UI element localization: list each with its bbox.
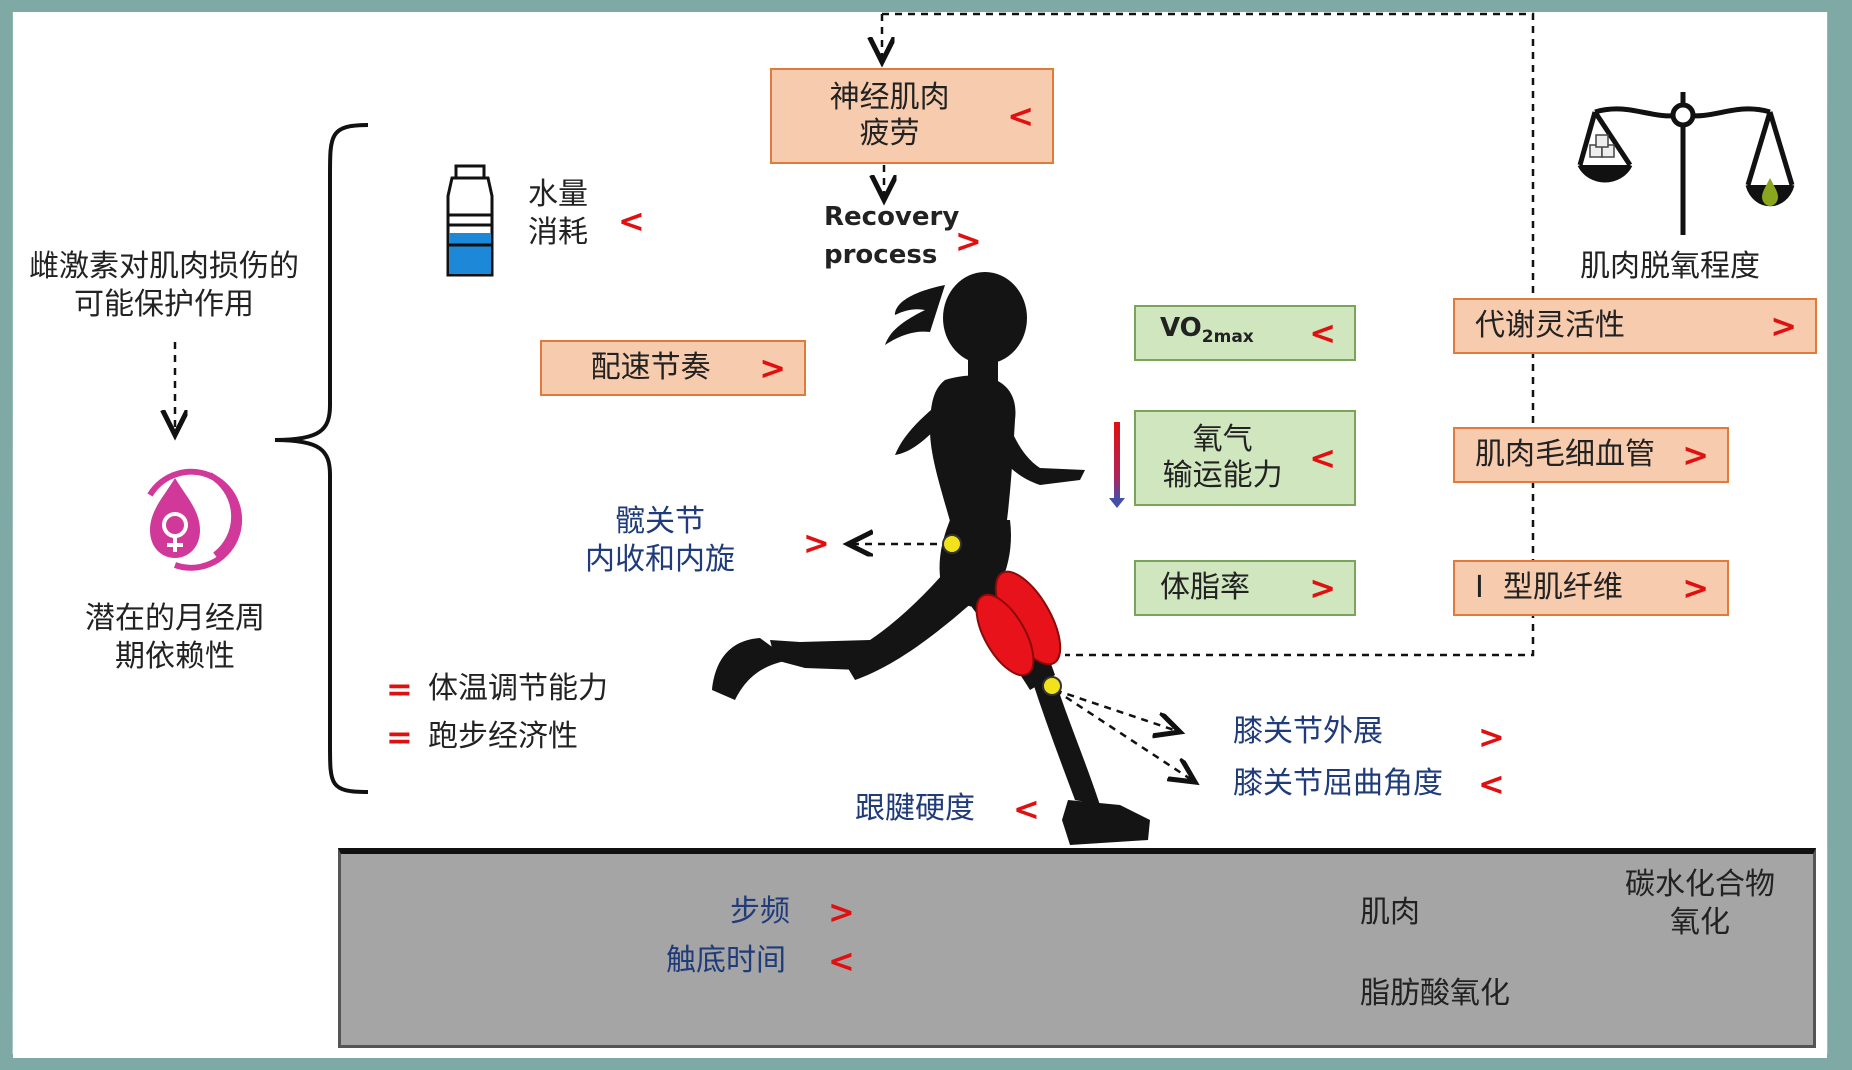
oxygen-transport-label: 氧气 输运能力 <box>1162 422 1283 493</box>
muscle-quad-lower <box>975 593 1035 677</box>
thermoregulation-label: 体温调节能力 <box>428 671 608 706</box>
oxygen-transport-symbol: < <box>1309 439 1336 477</box>
body-fat-symbol: > <box>1309 569 1336 607</box>
running-economy-symbol: = <box>386 718 413 756</box>
recovery-label: Recovery process <box>824 202 960 270</box>
type1-fibers-symbol: > <box>1682 569 1709 607</box>
pacing-box: 配速节奏 > <box>540 340 806 396</box>
cadence-symbol: > <box>828 893 855 931</box>
recovery-symbol: > <box>955 222 982 260</box>
water-consumption-label: 水量 消耗 <box>528 177 588 250</box>
menstrual-dependence-label: 潜在的月经周 期依赖性 <box>85 601 265 674</box>
water-symbol: < <box>618 202 645 240</box>
hip-label: 髋关节 内收和内旋 <box>585 504 735 577</box>
thermoregulation-symbol: = <box>386 670 413 708</box>
ground-panel <box>338 848 1816 1048</box>
contact-time-label: 触底时间 <box>666 943 786 978</box>
legend-fat-label: 脂肪酸氧化 <box>1360 976 1510 1011</box>
balance-scale-icon <box>1577 92 1795 235</box>
metabolic-flexibility-label: 代谢灵活性 <box>1475 308 1625 343</box>
running-economy-label: 跑步经济性 <box>428 719 578 754</box>
neuromuscular-fatigue-label: 神经肌肉 疲劳 <box>829 80 950 151</box>
hip-joint <box>942 534 962 554</box>
capillaries-label: 肌肉毛细血管 <box>1475 437 1655 472</box>
legend-carb-label: 碳水化合物 氧化 <box>1625 867 1775 940</box>
knee-joint <box>1042 676 1062 696</box>
achilles-stiffness-symbol: < <box>1013 790 1040 828</box>
knee-abduction-symbol: > <box>1478 718 1505 756</box>
neuromuscular-fatigue-box: 神经肌肉 疲劳 < <box>770 68 1054 164</box>
muscle-desaturation-label: 肌肉脱氧程度 <box>1580 249 1760 284</box>
knee-flexion-label: 膝关节屈曲角度 <box>1233 766 1443 801</box>
oxygen-decline-arrow <box>1114 422 1120 500</box>
feedback-loop <box>882 12 1535 657</box>
type1-fibers-label: I 型肌纤维 <box>1475 570 1623 605</box>
vo2max-subscript: 2max <box>1201 327 1254 348</box>
achilles-stiffness-label: 跟腱硬度 <box>855 791 975 826</box>
legend-muscle-label: 肌肉 <box>1360 895 1420 930</box>
neuromuscular-fatigue-symbol: < <box>1007 97 1034 135</box>
type1-fibers-box: I 型肌纤维 > <box>1453 560 1729 616</box>
cadence-label: 步频 <box>730 894 790 929</box>
hip-symbol: > <box>803 524 830 562</box>
capillaries-symbol: > <box>1682 436 1709 474</box>
vo2max-box: VO2max < <box>1134 305 1356 361</box>
brace <box>274 123 369 794</box>
knee-abduction-label: 膝关节外展 <box>1233 714 1383 749</box>
metabolic-flexibility-symbol: > <box>1770 307 1797 345</box>
knee-flexion-arrow <box>1054 688 1195 782</box>
menstrual-cycle-icon <box>147 468 243 571</box>
vo2max-main: VO <box>1160 313 1202 344</box>
oxygen-transport-box: 氧气 输运能力 < <box>1134 410 1356 506</box>
pacing-symbol: > <box>759 349 786 387</box>
vo2max-label: VO2max <box>1136 310 1309 355</box>
metabolic-flexibility-box: 代谢灵活性 > <box>1453 298 1817 354</box>
pacing-label: 配速节奏 <box>590 350 711 385</box>
scale-fat-drop-icon <box>1762 178 1778 206</box>
estrogen-protection-label: 雌激素对肌肉损伤的 可能保护作用 <box>29 249 299 322</box>
body-fat-box: 体脂率 > <box>1134 560 1356 616</box>
scale-carb-cubes-icon <box>1589 134 1615 158</box>
knee-flexion-symbol: < <box>1478 765 1505 803</box>
contact-time-symbol: < <box>828 942 855 980</box>
body-fat-label: 体脂率 <box>1160 570 1250 605</box>
knee-abduction-arrow <box>1054 688 1180 732</box>
vo2max-symbol: < <box>1309 314 1336 352</box>
capillaries-box: 肌肉毛细血管 > <box>1453 427 1729 483</box>
oxygen-decline-arrow-head <box>1109 498 1125 508</box>
water-bottle-icon <box>446 164 494 277</box>
